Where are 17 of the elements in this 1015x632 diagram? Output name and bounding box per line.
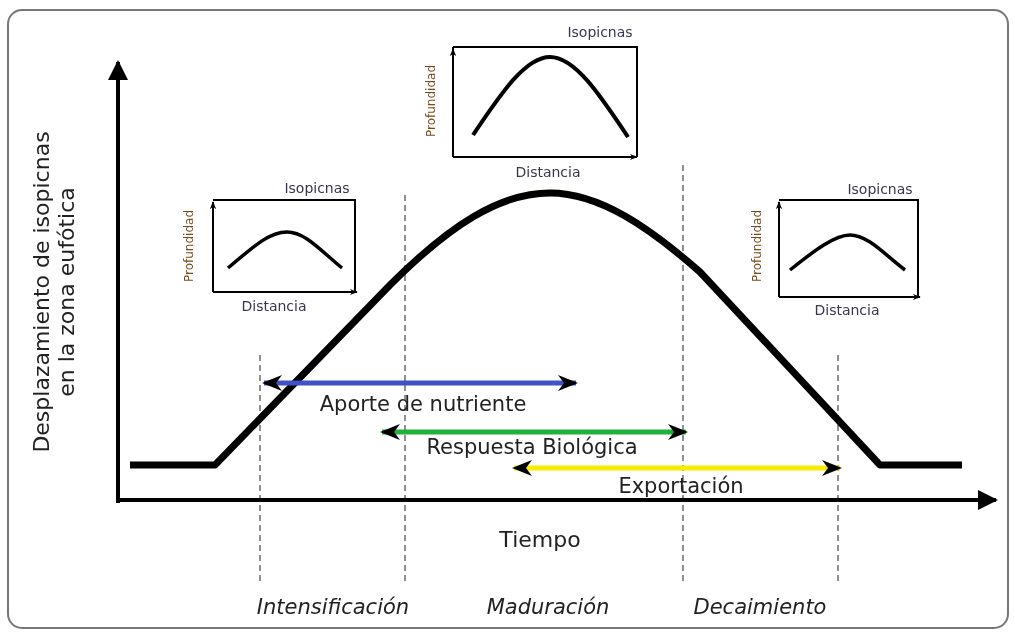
inset-axis-label: Profundidad bbox=[425, 65, 439, 137]
range-label: Aporte de nutriente bbox=[319, 391, 527, 417]
inset-plot-title: Isopicnas bbox=[567, 23, 633, 41]
range-label: Exportación bbox=[618, 473, 744, 499]
inset-plot-title: Isopicnas bbox=[847, 180, 913, 198]
inset-axis-label: Distancia bbox=[515, 163, 581, 181]
inset-axis-label: Profundidad bbox=[751, 210, 765, 282]
phase-label: Maduración bbox=[486, 594, 610, 620]
inset-axis-label: Distancia bbox=[814, 301, 880, 319]
phase-label: Intensificación bbox=[256, 594, 410, 620]
range-label: Respuesta Biológica bbox=[426, 434, 638, 460]
phase-label: Decaimiento bbox=[693, 594, 827, 620]
inset-plot-title: Isopicnas bbox=[284, 179, 350, 197]
inset-axis-label: Distancia bbox=[241, 297, 307, 315]
axis-title: Tiempo bbox=[499, 527, 581, 553]
axis-title: Desplazamiento de isopicnas en la zona eufótica bbox=[28, 130, 80, 455]
inset-axis-label: Profundidad bbox=[183, 210, 197, 282]
